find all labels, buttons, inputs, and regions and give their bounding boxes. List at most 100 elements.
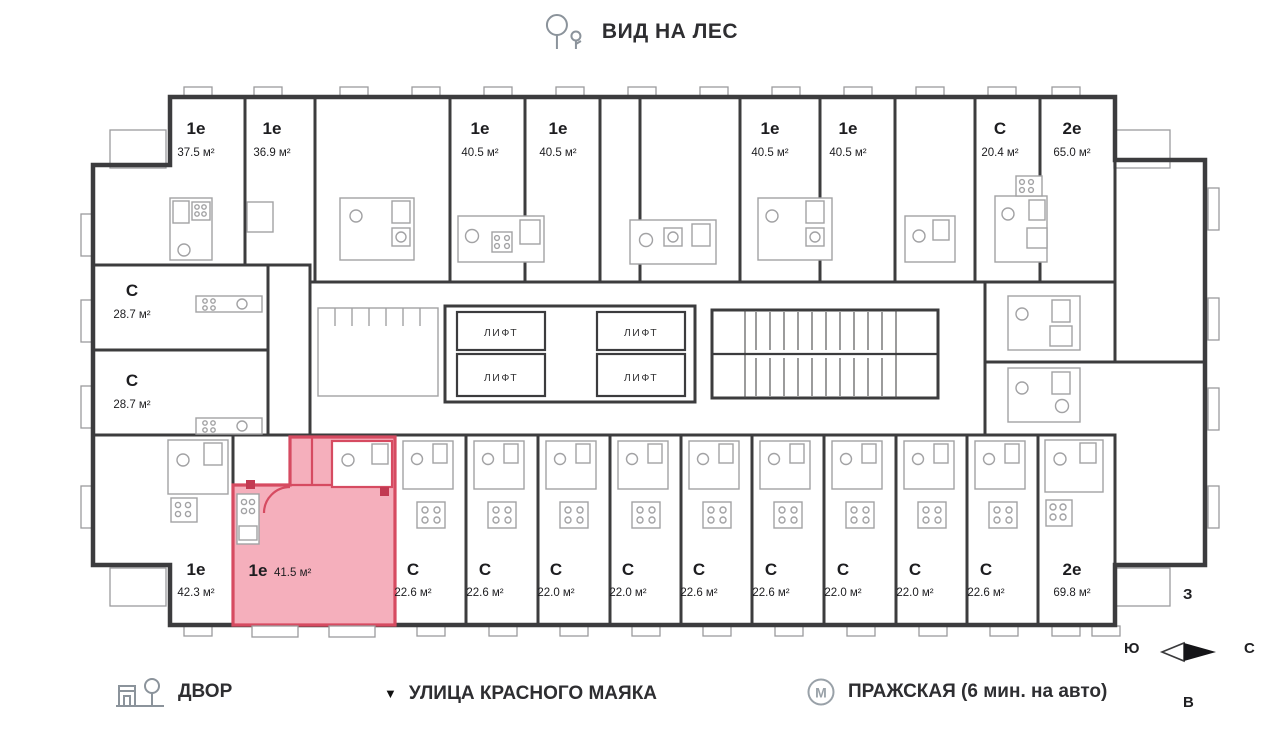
apartment-label[interactable]: С 22.6 м² (752, 560, 789, 599)
courtyard-label: ДВОР (178, 681, 233, 702)
corner-balcony (109, 567, 167, 607)
corner-balcony (1113, 129, 1171, 169)
metro-label-group: М ПРАЖСКАЯ (6 мин. на авто) (806, 674, 1107, 710)
apartment-type: С (126, 281, 138, 300)
corridor-room (317, 307, 439, 397)
apartment-label[interactable]: С 20.4 м² (981, 119, 1018, 159)
apartment-label[interactable]: С 22.0 м² (824, 560, 861, 599)
apartment-type: 1е (187, 560, 206, 579)
apartment-area: 22.0 м² (896, 587, 933, 599)
apartment-label[interactable]: 2е 69.8 м² (1053, 560, 1090, 599)
street-marker-icon: ▼ (384, 685, 397, 701)
apartment-label[interactable]: 1е 40.5 м² (829, 119, 866, 159)
view-direction-label: ВИД НА ЛЕС (601, 20, 739, 43)
apartment-area: 40.5 м² (539, 147, 576, 159)
apartment-type: 1е (471, 119, 490, 138)
apartment-area: 65.0 м² (1053, 147, 1090, 159)
compass-south-label: Ю (1124, 640, 1140, 657)
apartment-area: 22.6 м² (394, 587, 431, 599)
apartment-area: 42.3 м² (177, 587, 214, 599)
apartment-area: 20.4 м² (981, 147, 1018, 159)
apartment-label[interactable]: С 22.0 м² (896, 560, 933, 599)
apartment-type: 1е (549, 119, 568, 138)
street-label-group: ▼ УЛИЦА КРАСНОГО МАЯКА (384, 676, 657, 712)
apartment-area: 22.6 м² (967, 587, 1004, 599)
apartment-type: С (909, 560, 921, 579)
apartment-label[interactable]: 2е 65.0 м² (1053, 119, 1090, 159)
apartment-area: 28.7 м² (113, 399, 150, 411)
apartment-type: С (693, 560, 705, 579)
corner-balcony (1113, 567, 1171, 607)
apartment-area: 28.7 м² (113, 309, 150, 321)
compass-north-label: С (1244, 640, 1255, 657)
apartment-area: 22.0 м² (537, 587, 574, 599)
apartment-label[interactable]: С 22.0 м² (537, 560, 574, 599)
apartment-type: С (980, 560, 992, 579)
apartment-type: 2е (1063, 560, 1082, 579)
apartment-label[interactable]: 1е 37.5 м² (177, 119, 214, 159)
apartment-area: 41.5 м² (274, 567, 311, 579)
apartment-label[interactable]: С 22.0 м² (609, 560, 646, 599)
apartment-area: 22.0 м² (824, 587, 861, 599)
apartment-area: 69.8 м² (1053, 587, 1090, 599)
apartment-type: С (550, 560, 562, 579)
apartment-type: С (994, 119, 1006, 138)
elevator-label: ЛИФТ (624, 372, 658, 384)
apartment-type: С (622, 560, 634, 579)
apartment-type: 2е (1063, 119, 1082, 138)
apartment-label[interactable]: С 22.6 м² (466, 560, 503, 599)
apartment-area: 22.6 м² (466, 587, 503, 599)
apartment-type: 1е (839, 119, 858, 138)
corner-balcony (109, 129, 167, 169)
apartment-label[interactable]: С 22.6 м² (394, 560, 431, 599)
apartment-type: С (126, 371, 138, 390)
door-mark (246, 480, 255, 489)
apartment-type: С (765, 560, 777, 579)
elevator-label: ЛИФТ (484, 372, 518, 384)
apartment-area: 22.6 м² (752, 587, 789, 599)
metro-icon: М (807, 678, 835, 706)
apartment-area: 36.9 м² (253, 147, 290, 159)
apartment-type: 1е (187, 119, 206, 138)
apartment-area: 40.5 м² (829, 147, 866, 159)
stairs (710, 308, 940, 400)
forest-icon (545, 14, 582, 49)
apartment-labels: 1е 37.5 м² 1е 36.9 м² 1е 40.5 м² 1е 40.5… (113, 119, 1090, 599)
apartment-area: 37.5 м² (177, 147, 214, 159)
apartment-type: 1е (249, 561, 268, 580)
courtyard-icon (116, 678, 164, 707)
apartment-label[interactable]: 1е 42.3 м² (177, 560, 214, 599)
apartment-label[interactable]: С 22.6 м² (967, 560, 1004, 599)
apartment-area: 22.0 м² (609, 587, 646, 599)
metro-letter: М (815, 685, 827, 701)
compass-east-label: В (1183, 694, 1194, 711)
apartment-label-selected[interactable]: 1е 41.5 м² (249, 561, 312, 580)
apartment-type: С (479, 560, 491, 579)
apartment-label[interactable]: 1е 36.9 м² (253, 119, 290, 159)
apartment-area: 40.5 м² (461, 147, 498, 159)
compass-needle-icon (1159, 641, 1216, 663)
apartment-label[interactable]: 1е 40.5 м² (539, 119, 576, 159)
apartment-label[interactable]: 1е 40.5 м² (751, 119, 788, 159)
apartment-type: С (407, 560, 419, 579)
compass-west-label: З (1183, 586, 1193, 603)
door-mark (380, 487, 389, 496)
apartment-label[interactable]: С 22.6 м² (680, 560, 717, 599)
apartment-area: 40.5 м² (751, 147, 788, 159)
apartment-label[interactable]: С 28.7 м² (113, 281, 150, 321)
metro-station-label: ПРАЖСКАЯ (6 мин. на авто) (848, 681, 1108, 702)
view-direction-header: ВИД НА ЛЕС (542, 12, 738, 52)
courtyard-label-group: ДВОР (116, 674, 232, 710)
street-label: УЛИЦА КРАСНОГО МАЯКА (408, 683, 658, 704)
elevator-block: ЛИФТ ЛИФТ ЛИФТ ЛИФТ (443, 304, 697, 404)
apartment-label[interactable]: С 28.7 м² (113, 371, 150, 411)
apartment-label[interactable]: 1е 40.5 м² (461, 119, 498, 159)
fixtures (167, 175, 1104, 529)
apartment-type: 1е (263, 119, 282, 138)
selected-apartment[interactable] (231, 435, 397, 638)
apartment-area: 22.6 м² (680, 587, 717, 599)
elevator-label: ЛИФТ (624, 327, 658, 339)
apartment-type: 1е (761, 119, 780, 138)
